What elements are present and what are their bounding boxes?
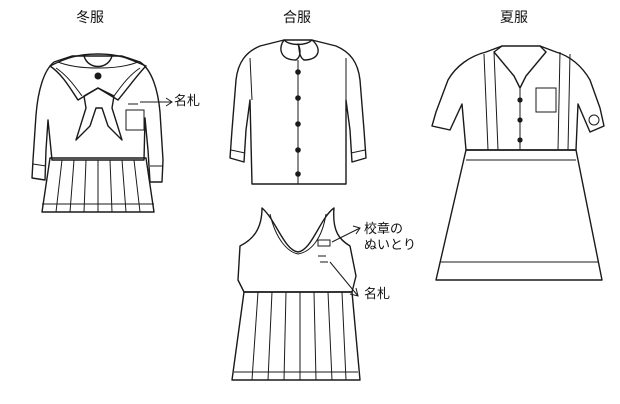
- jumper-drawing: [232, 208, 360, 380]
- jumper-pleat-3: [284, 292, 286, 380]
- winter-neck: [84, 56, 112, 67]
- summer-sleeve-emblem-icon: [589, 115, 599, 125]
- summer-collar: [494, 46, 546, 88]
- midseason-button-1: [295, 69, 301, 75]
- winter-scarf: [76, 88, 122, 140]
- midseason-sleeve-seam-left: [250, 58, 252, 100]
- summer-button-3: [517, 137, 522, 142]
- midseason-blouse-drawing: [230, 40, 366, 184]
- jumper-pleat-5: [314, 292, 316, 380]
- summer-skirt: [436, 150, 602, 280]
- summer-uniform-drawing: [432, 46, 604, 280]
- summer-blouse: [432, 46, 604, 150]
- jumper-neckline: [270, 214, 326, 254]
- winter-collar-stripe-2: [114, 68, 140, 96]
- midseason-button-3: [295, 121, 301, 127]
- jumper-pleat-6: [328, 292, 332, 380]
- midseason-button-4: [295, 147, 301, 153]
- midseason-button-5: [295, 171, 301, 177]
- summer-button-1: [517, 97, 522, 102]
- jumper-pleat-7: [342, 292, 346, 380]
- summer-strap-left-a: [484, 54, 488, 150]
- winter-pocket: [126, 110, 144, 130]
- midseason-cuff-right: [351, 150, 365, 153]
- summer-button-2: [517, 117, 522, 122]
- midseason-button-2: [295, 95, 301, 101]
- jumper-badge: [318, 240, 330, 246]
- jumper-pleat-1: [252, 292, 258, 380]
- summer-pocket: [536, 88, 556, 112]
- jumper-pleat-2: [268, 292, 272, 380]
- summer-strap-right-b: [568, 54, 570, 150]
- summer-strap-left-b: [494, 52, 498, 150]
- midseason-cuff-left: [231, 150, 245, 153]
- winter-uniform-drawing: [32, 54, 172, 212]
- jumper-skirt: [232, 292, 360, 380]
- midseason-collar: [281, 40, 318, 60]
- jumper-nametag: [318, 256, 328, 262]
- winter-emblem-icon: [95, 73, 102, 80]
- winter-collar-stripe-1: [56, 68, 82, 96]
- winter-cuff-left: [33, 164, 46, 166]
- jumper-bodice: [238, 208, 356, 292]
- summer-strap-right-a: [558, 52, 560, 150]
